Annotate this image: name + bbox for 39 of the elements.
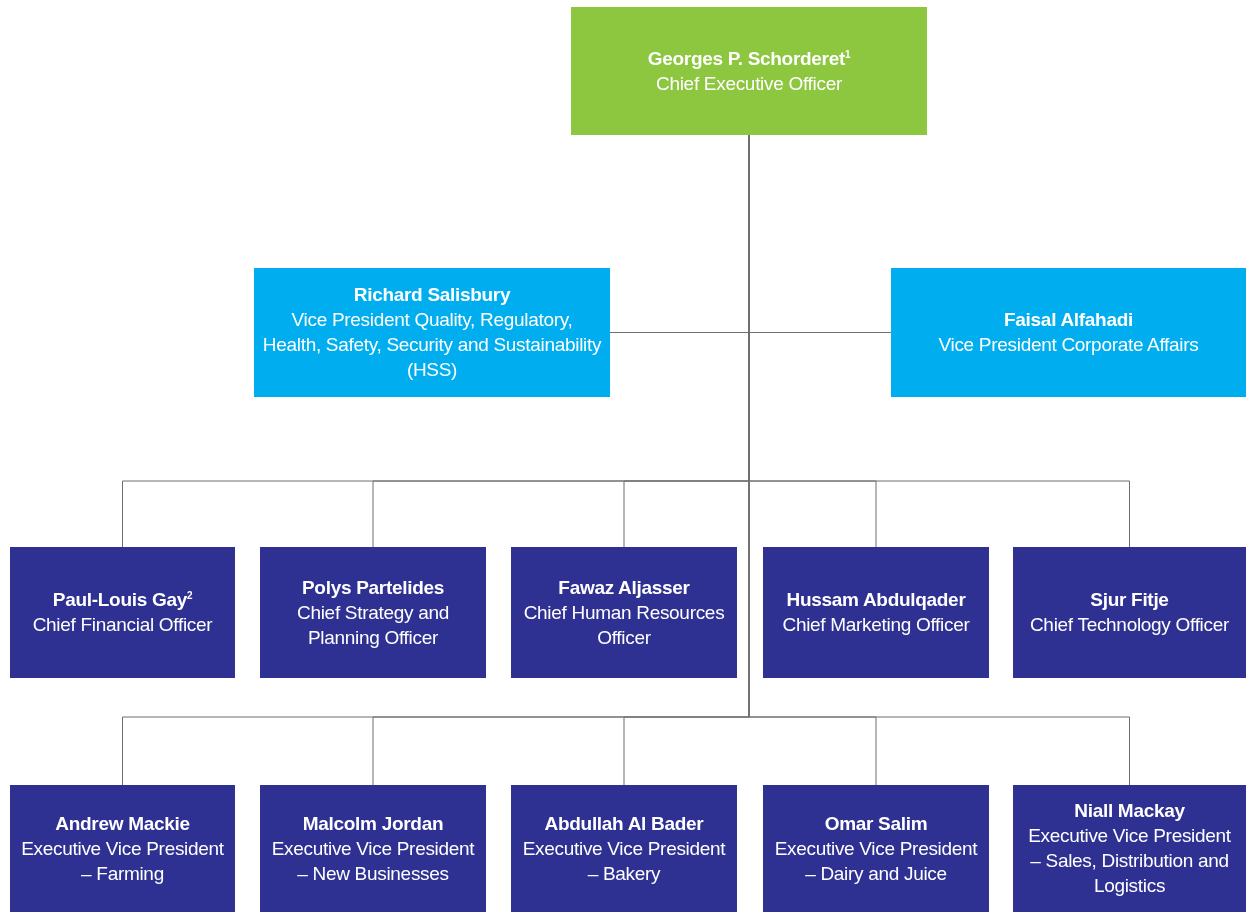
position-box: [511, 547, 737, 678]
person-name: Omar Salim: [824, 811, 928, 836]
person-name: Richard Salisbury: [353, 283, 511, 307]
job-title: Executive Vice President – Bakery: [521, 836, 727, 886]
job-title: Executive Vice President – Sales, Distribution and Logistics: [1027, 824, 1232, 898]
job-title: Chief Technology Officer: [1029, 613, 1230, 637]
person-name: Fawaz Aljasser: [558, 575, 690, 600]
job-title: Chief Human Resources Officer: [522, 600, 726, 650]
person-name: Malcolm Jordan: [302, 811, 444, 836]
position-box: [763, 785, 989, 912]
person-name: Sjur Fitje: [1090, 588, 1169, 612]
position-box: [254, 268, 610, 397]
job-title: Chief Marketing Officer: [782, 613, 970, 637]
job-title: Executive Vice President – Dairy and Juice: [773, 836, 979, 886]
job-title: Chief Financial Officer: [32, 613, 213, 637]
job-title: Vice President Corporate Affairs: [938, 333, 1199, 357]
position-box: [260, 785, 486, 912]
person-name: Hussam Abdulqader: [786, 588, 966, 612]
person-name: Polys Partelides: [302, 575, 444, 600]
position-box: [1013, 785, 1246, 912]
job-title: Chief Executive Officer: [656, 71, 842, 96]
position-box: [763, 547, 989, 678]
person-name: Georges P. Schorderet$^{1}$: [647, 46, 851, 71]
person-name: Paul-Louis Gay$^{2}$: [52, 588, 193, 612]
person-name: Andrew Mackie: [55, 811, 190, 836]
position-box: [891, 268, 1246, 397]
job-title: Executive Vice President – New Businesses: [270, 836, 476, 886]
position-box: [571, 7, 927, 135]
position-box: [260, 547, 486, 678]
position-box: [511, 785, 737, 912]
position-box: [10, 547, 235, 678]
job-title: Executive Vice President – Farming: [20, 836, 225, 886]
person-name: Abdullah Al Bader: [544, 811, 704, 836]
position-box: [1013, 547, 1246, 678]
position-box: [10, 785, 235, 912]
person-name: Faisal Alfahadi: [1004, 308, 1133, 332]
job-title: Chief Strategy and Planning Officer: [296, 600, 450, 650]
job-title: Vice President Quality, Regulatory, Health, Safety, Security and Sustainability (HSS): [262, 308, 602, 382]
person-name: Niall Mackay: [1074, 799, 1185, 823]
